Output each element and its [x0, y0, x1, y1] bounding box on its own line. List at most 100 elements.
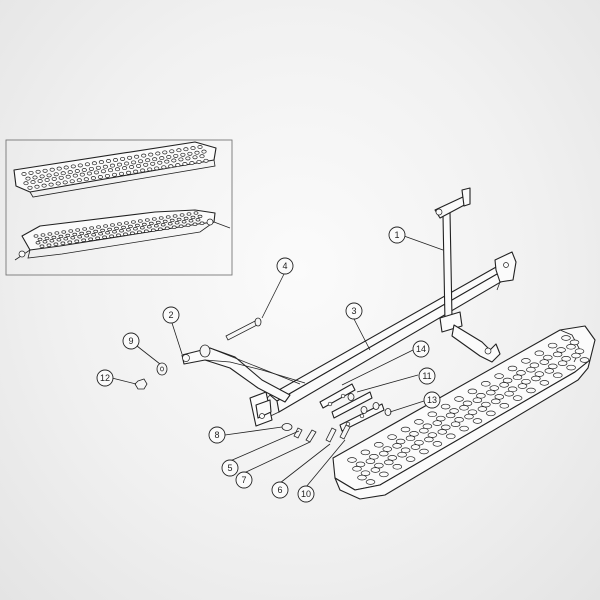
- tread-hole: [387, 434, 397, 440]
- tread-hole: [74, 239, 80, 243]
- tread-hole: [157, 227, 163, 231]
- tread-hole: [185, 223, 191, 227]
- tread-hole: [161, 165, 167, 170]
- svg-text:1: 1: [394, 230, 399, 240]
- tread-hole: [37, 179, 43, 183]
- tread-hole: [107, 168, 114, 173]
- svg-text:12: 12: [100, 373, 110, 383]
- tread-hole: [146, 225, 152, 229]
- frame-assembly: [181, 187, 517, 432]
- tread-hole: [526, 387, 536, 394]
- tread-hole: [199, 221, 205, 225]
- inset-top-holes: [21, 145, 209, 190]
- tread-hole: [171, 158, 177, 163]
- tread-hole: [507, 365, 518, 372]
- tread-hole: [111, 172, 118, 177]
- tread-hole: [566, 364, 576, 371]
- tread-hole: [143, 229, 149, 233]
- tread-hole: [67, 240, 73, 244]
- tread-hole: [187, 151, 193, 156]
- callout-8: 8: [208, 426, 226, 444]
- leader-lines: [111, 235, 444, 488]
- tread-hole: [437, 429, 448, 435]
- tread-hole: [190, 215, 196, 220]
- svg-text:14: 14: [416, 344, 426, 354]
- tread-hole: [491, 398, 501, 405]
- tread-hole: [32, 175, 38, 180]
- spacer-d: [347, 393, 355, 401]
- tread-hole: [135, 223, 140, 228]
- tread-hole: [60, 171, 66, 176]
- tread-hole: [102, 164, 108, 169]
- tread-hole: [93, 170, 99, 175]
- tread-hole: [175, 163, 181, 168]
- tread-hole: [185, 156, 191, 161]
- tread-hole: [53, 172, 59, 177]
- tread-hole: [521, 358, 531, 364]
- tread-hole: [189, 161, 195, 165]
- tread-hole: [405, 456, 416, 462]
- tread-hole: [180, 152, 186, 157]
- tread-hole: [379, 450, 389, 457]
- tread-hole: [397, 451, 407, 458]
- tread-hole: [489, 385, 500, 391]
- tread-hole: [105, 159, 112, 163]
- tread-hole: [392, 443, 402, 449]
- tread-hole: [53, 242, 59, 246]
- tread-hole: [197, 214, 203, 219]
- tread-hole: [72, 232, 78, 237]
- tread-hole: [88, 237, 94, 241]
- tread-hole: [44, 178, 50, 182]
- tread-hole: [190, 146, 196, 151]
- tread-hole: [167, 222, 173, 226]
- tread-hole: [141, 222, 147, 227]
- svg-text:13: 13: [427, 395, 437, 405]
- tread-hole: [499, 382, 509, 388]
- inset-step-top-view: [13, 141, 217, 198]
- tread-hole: [54, 231, 60, 235]
- bolt-7: [305, 429, 317, 443]
- callout-6: 6: [271, 481, 289, 499]
- tread-hole: [37, 237, 43, 242]
- pin-head: [254, 317, 262, 327]
- tread-hole: [169, 149, 175, 154]
- callout-4: 4: [276, 257, 294, 275]
- tread-hole: [531, 375, 541, 382]
- step-tread-holes: [347, 335, 590, 485]
- tread-hole: [352, 466, 362, 472]
- tread-hole: [41, 183, 47, 188]
- tread-hole: [181, 220, 187, 224]
- support-arm: [181, 347, 306, 403]
- tread-hole: [76, 178, 82, 183]
- tread-hole: [70, 164, 76, 169]
- tread-hole: [169, 218, 175, 223]
- tread-hole: [118, 171, 125, 176]
- tread-hole: [35, 241, 41, 245]
- svg-text:6: 6: [277, 485, 282, 495]
- tread-hole: [477, 406, 488, 412]
- tread-hole: [517, 383, 528, 389]
- tread-hole: [188, 219, 194, 223]
- tread-hole: [157, 160, 163, 165]
- washer-left: [199, 344, 211, 358]
- tread-hole: [481, 381, 491, 387]
- tread-hole: [84, 162, 90, 167]
- tread-hole: [405, 435, 416, 442]
- tread-hole: [199, 154, 205, 159]
- tread-hole: [164, 159, 170, 164]
- tread-hole: [109, 163, 116, 168]
- callout-3: 3: [345, 302, 363, 320]
- tread-hole: [553, 372, 563, 379]
- tread-hole: [486, 389, 496, 396]
- tread-hole: [91, 233, 97, 237]
- tread-hole: [102, 235, 107, 239]
- tread-hole: [95, 236, 101, 240]
- tread-hole: [145, 158, 151, 163]
- tread-hole: [472, 418, 483, 424]
- inset-detail: [5, 139, 233, 276]
- tread-hole: [117, 222, 122, 226]
- tread-hole: [552, 351, 563, 358]
- tread-hole: [347, 457, 357, 463]
- lower-mount-bracket: [451, 324, 501, 363]
- tread-hole: [152, 157, 158, 162]
